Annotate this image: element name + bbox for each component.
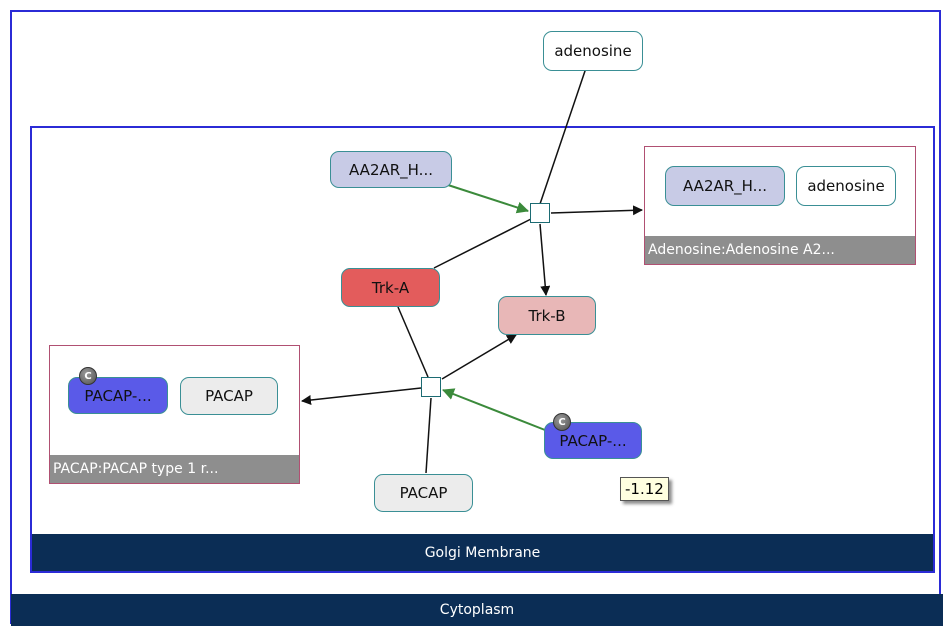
process-node-lower[interactable]: [421, 377, 441, 397]
edge-trk-a-to-lower-process: [397, 306, 429, 378]
edge-trk-a-to-process: [433, 218, 532, 269]
complex-modification-badge-icon: C: [79, 367, 97, 385]
node-trk-a[interactable]: Trk-A: [341, 268, 440, 307]
complex-adenosine-a2ar[interactable]: AA2AR_H... adenosine Adenosine:Adenosine…: [644, 146, 916, 265]
edge-lower-process-to-pacap-complex: [301, 387, 422, 405]
edge-process-to-trk-b: [539, 223, 551, 296]
compartment-golgi-membrane[interactable]: [30, 126, 935, 573]
edge-process-to-adenosine-complex: [550, 205, 643, 216]
edge-pacap-to-lower-process: [425, 397, 432, 474]
complex-member-adenosine[interactable]: adenosine: [796, 166, 896, 206]
edge-adenosine-to-process: [539, 67, 587, 205]
node-trk-b[interactable]: Trk-B: [498, 296, 596, 335]
complex-pacap-receptor[interactable]: PACAP-... C PACAP PACAP:PACAP type 1 r..…: [49, 345, 300, 484]
edge-aa2ar-activates-process: [447, 184, 529, 214]
node-pacap[interactable]: PACAP: [374, 474, 473, 512]
edge-lower-process-to-trk-b: [441, 334, 517, 380]
cytoplasm-label: Cytoplasm: [11, 594, 943, 626]
value-tooltip: -1.12: [620, 477, 669, 501]
complex-adenosine-label: Adenosine:Adenosine A2...: [645, 236, 915, 264]
node-aa2ar[interactable]: AA2AR_H...: [330, 151, 452, 188]
golgi-membrane-label: Golgi Membrane: [32, 534, 933, 571]
complex-member-aa2ar[interactable]: AA2AR_H...: [665, 166, 785, 206]
edge-pacap-r-activates-lower-process: [442, 388, 546, 431]
modification-badge-icon: C: [553, 413, 571, 431]
process-node-upper[interactable]: [530, 203, 550, 223]
complex-member-pacap[interactable]: PACAP: [180, 377, 278, 415]
complex-pacap-label: PACAP:PACAP type 1 r...: [50, 455, 299, 483]
node-adenosine[interactable]: adenosine: [543, 31, 643, 71]
